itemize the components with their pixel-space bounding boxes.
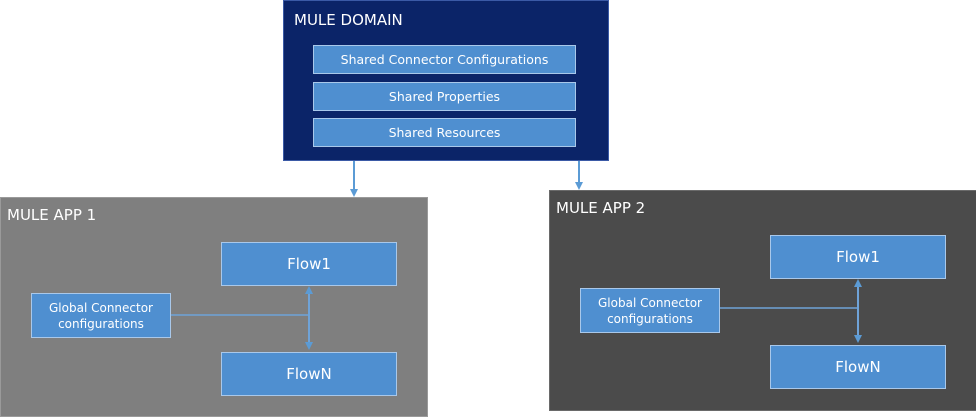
app-1-title: MULE APP 1 [7, 206, 97, 224]
app-2-global-connector-configurations: Global Connector configurations [580, 288, 720, 333]
shared-resources: Shared Resources [313, 118, 576, 147]
mule-app-1-box: MULE APP 1 Flow1 FlowN Global Connector … [0, 197, 428, 417]
shared-properties: Shared Properties [313, 82, 576, 111]
app-1-flow1: Flow1 [221, 242, 397, 286]
app-2-flow1: Flow1 [770, 235, 946, 279]
mule-app-2-box: MULE APP 2 Flow1 FlowN Global Connector … [549, 190, 976, 411]
domain-title: MULE DOMAIN [294, 11, 403, 29]
app-1-global-connector-configurations: Global Connector configurations [31, 293, 171, 338]
app-2-flown: FlowN [770, 345, 946, 389]
shared-connector-configurations: Shared Connector Configurations [313, 45, 576, 74]
app-2-title: MULE APP 2 [556, 199, 646, 217]
app-1-flown: FlowN [221, 352, 397, 396]
mule-domain-box: MULE DOMAIN Shared Connector Configurati… [283, 0, 609, 161]
